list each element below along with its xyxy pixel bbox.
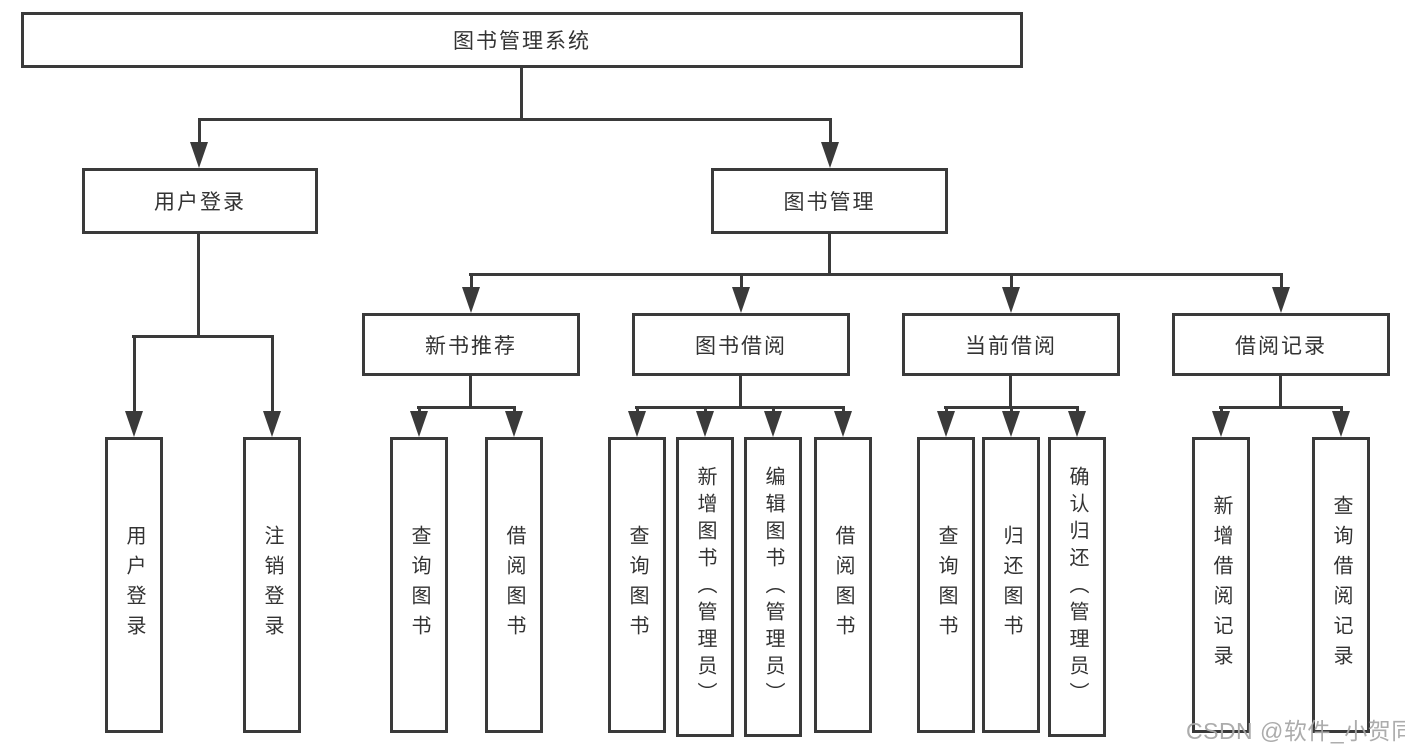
arrow-records-query [1332, 409, 1350, 437]
leaf-current-query-book: 查询图书 [917, 437, 975, 733]
connector-borrow-bar [635, 406, 845, 409]
arrow-current-return [1002, 409, 1020, 437]
arrow-to-leaf-user-login [125, 338, 143, 437]
leaf-confirm-return-admin: 确认归还（管理员） [1048, 437, 1106, 737]
node-library-system-label: 图书管理系统 [453, 30, 591, 53]
connector-current-stem [1009, 376, 1012, 409]
connector-root-bar [198, 118, 832, 121]
connector-mgmt-bar [469, 273, 1283, 276]
leaf-borrowing-query-book: 查询图书 [608, 437, 666, 733]
connector-recommend-bar [417, 406, 516, 409]
arrow-to-leaf-logout [263, 338, 281, 437]
arrow-current-query [937, 409, 955, 437]
arrow-to-user-login [190, 121, 208, 168]
leaf-user-login: 用户登录 [105, 437, 163, 733]
arrow-borrow-borrow [834, 409, 852, 437]
leaf-logout: 注销登录 [243, 437, 301, 733]
leaf-edit-book-admin: 编辑图书（管理员） [744, 437, 802, 737]
node-borrowing-records-label: 借阅记录 [1235, 334, 1327, 358]
connector-records-stem [1279, 376, 1282, 409]
leaf-add-book-admin: 新增图书（管理员） [676, 437, 734, 737]
leaf-query-borrow-record: 查询借阅记录 [1312, 437, 1370, 733]
arrow-to-book-borrowing [732, 276, 750, 313]
arrow-to-new-book-recommendation [462, 276, 480, 313]
connector-recommend-stem [469, 376, 472, 409]
node-user-login: 用户登录 [82, 168, 318, 234]
node-book-management-label: 图书管理 [783, 191, 876, 214]
node-new-book-recommendation-label: 新书推荐 [425, 334, 517, 358]
arrow-borrow-add [696, 409, 714, 437]
node-library-system: 图书管理系统 [21, 12, 1023, 68]
leaf-recommend-borrow-book: 借阅图书 [485, 437, 543, 733]
arrow-to-current-borrowing [1002, 276, 1020, 313]
node-current-borrowing: 当前借阅 [902, 313, 1120, 376]
connector-borrow-stem [739, 376, 742, 409]
arrow-to-book-management [821, 121, 839, 168]
node-book-borrowing: 图书借阅 [632, 313, 850, 376]
arrow-to-borrowing-records [1272, 276, 1290, 313]
arrow-current-confirm [1068, 409, 1086, 437]
connector-root-stem [520, 68, 523, 121]
connector-user-stem [197, 234, 200, 338]
node-borrowing-records: 借阅记录 [1172, 313, 1390, 376]
leaf-return-book: 归还图书 [982, 437, 1040, 733]
arrow-recommend-query [410, 409, 428, 437]
node-book-borrowing-label: 图书借阅 [695, 334, 787, 358]
leaf-add-borrow-record: 新增借阅记录 [1192, 437, 1250, 733]
arrow-borrow-query [628, 409, 646, 437]
leaf-recommend-query-book: 查询图书 [390, 437, 448, 733]
node-new-book-recommendation: 新书推荐 [362, 313, 580, 376]
arrow-borrow-edit [764, 409, 782, 437]
arrow-records-add [1212, 409, 1230, 437]
node-user-login-label: 用户登录 [154, 191, 246, 214]
connector-records-bar [1219, 406, 1343, 409]
connector-current-bar [944, 406, 1079, 409]
arrow-recommend-borrow [505, 409, 523, 437]
node-current-borrowing-label: 当前借阅 [965, 334, 1057, 358]
leaf-borrowing-borrow-book: 借阅图书 [814, 437, 872, 733]
connector-mgmt-stem [828, 234, 831, 276]
csdn-watermark: CSDN @软件_小贺同学 [1186, 718, 1405, 744]
connector-user-bar [132, 335, 274, 338]
node-book-management: 图书管理 [711, 168, 948, 234]
